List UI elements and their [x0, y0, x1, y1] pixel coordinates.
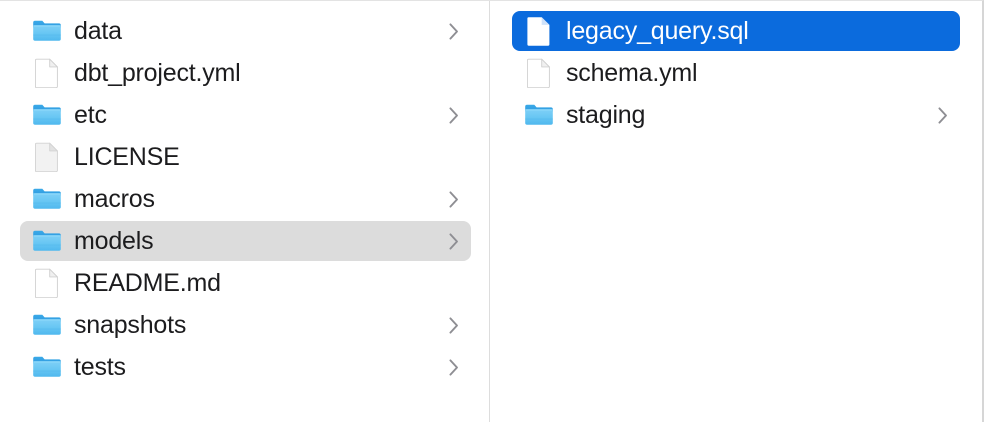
finder-item-label: README.md [74, 269, 221, 297]
finder-item-label: staging [566, 101, 646, 129]
chevron-right-icon [447, 188, 461, 210]
finder-item-tests[interactable]: tests [20, 347, 471, 387]
folder-icon [32, 226, 62, 256]
document-icon [524, 16, 554, 46]
finder-item-etc[interactable]: etc [20, 95, 471, 135]
folder-icon [32, 310, 62, 340]
finder-column-child[interactable]: legacy_query.sql schema.yml staging [490, 1, 982, 422]
finder-item-staging[interactable]: staging [512, 95, 960, 135]
finder-item-data[interactable]: data [20, 11, 471, 51]
finder-item-label: etc [74, 101, 107, 129]
finder-item-dbt-project-yml[interactable]: dbt_project.yml [20, 53, 471, 93]
chevron-right-icon [447, 356, 461, 378]
chevron-right-icon [936, 104, 950, 126]
chevron-right-icon [447, 20, 461, 42]
folder-icon [32, 100, 62, 130]
finder-item-snapshots[interactable]: snapshots [20, 305, 471, 345]
finder-item-schema-yml[interactable]: schema.yml [512, 53, 960, 93]
folder-icon [32, 16, 62, 46]
finder-item-label: schema.yml [566, 59, 698, 87]
folder-icon [32, 352, 62, 382]
finder-item-legacy-query-sql[interactable]: legacy_query.sql [512, 11, 960, 51]
finder-item-readme-md[interactable]: README.md [20, 263, 471, 303]
finder-item-license[interactable]: LICENSE [20, 137, 471, 177]
finder-item-label: macros [74, 185, 155, 213]
finder-item-label: dbt_project.yml [74, 59, 241, 87]
chevron-right-icon [447, 314, 461, 336]
chevron-right-icon [447, 104, 461, 126]
document-icon [32, 58, 62, 88]
finder-item-label: models [74, 227, 154, 255]
folder-icon [32, 184, 62, 214]
folder-icon [524, 100, 554, 130]
document-icon [32, 268, 62, 298]
finder-item-label: tests [74, 353, 126, 381]
finder-item-macros[interactable]: macros [20, 179, 471, 219]
finder-item-label: LICENSE [74, 143, 180, 171]
plain-document-icon [32, 142, 62, 172]
finder-item-models[interactable]: models [20, 221, 471, 261]
finder-item-label: legacy_query.sql [566, 17, 749, 45]
chevron-right-icon [447, 230, 461, 252]
document-icon [524, 58, 554, 88]
finder-item-label: snapshots [74, 311, 187, 339]
finder-item-label: data [74, 17, 122, 45]
